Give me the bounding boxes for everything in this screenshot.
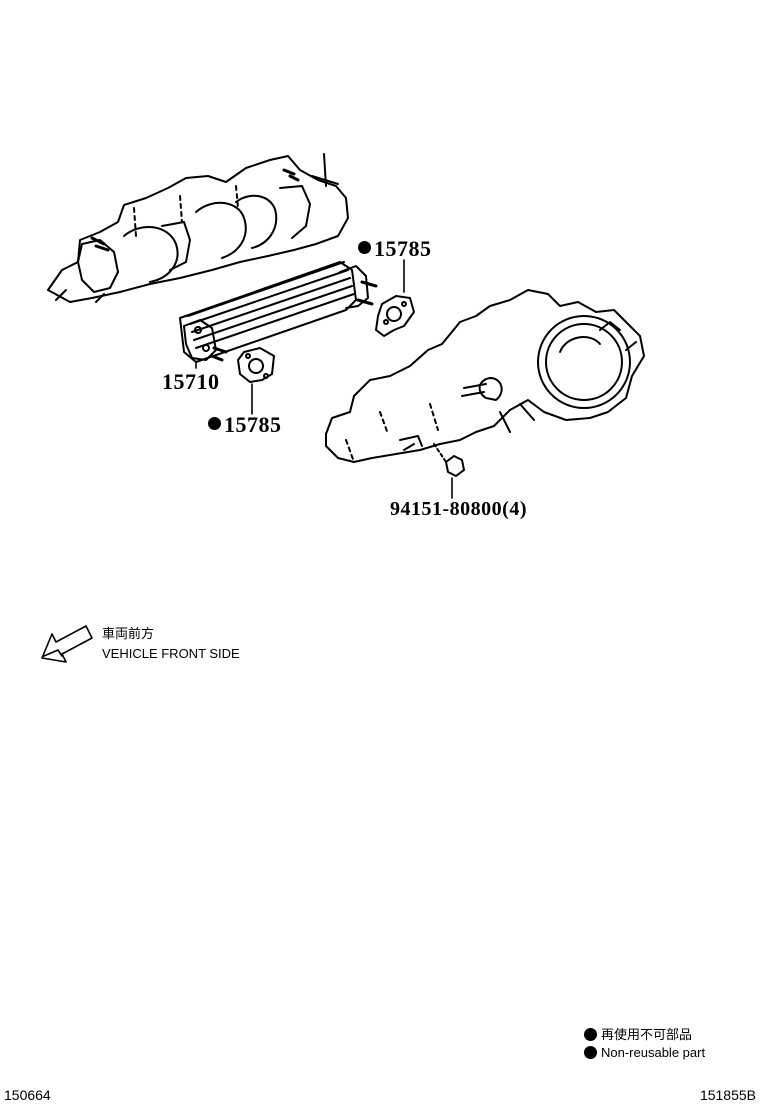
diagram-code-left: 150664 bbox=[4, 1087, 51, 1103]
legend-row-jp: 再使用不可部品 bbox=[584, 1024, 692, 1043]
direction-label-jp: 車両前方 bbox=[102, 626, 155, 641]
leader-lines bbox=[195, 259, 453, 499]
direction-label-en: VEHICLE FRONT SIDE bbox=[102, 646, 240, 661]
callout-15785-top: 15785 bbox=[358, 238, 432, 260]
filled-circle-icon bbox=[584, 1028, 597, 1041]
gasket-top-drawing bbox=[375, 295, 415, 337]
vehicle-front-arrow-icon bbox=[41, 625, 93, 663]
oil-cooler-drawing bbox=[179, 261, 378, 363]
filled-circle-icon bbox=[584, 1046, 597, 1059]
non-reusable-marker-icon bbox=[358, 241, 371, 254]
gasket-bottom-drawing bbox=[237, 347, 275, 383]
engine-block-drawing bbox=[47, 153, 349, 303]
legend-row-en: Non-reusable part bbox=[584, 1045, 705, 1060]
non-reusable-marker-icon bbox=[208, 417, 221, 430]
diagram-code-right: 151855B bbox=[699, 1087, 756, 1103]
callout-15785-bottom: 15785 bbox=[208, 414, 282, 436]
bolt-drawing bbox=[433, 443, 465, 477]
callout-bolt: 94151-80800(4) bbox=[390, 498, 527, 520]
callout-15710: 15710 bbox=[162, 369, 220, 394]
cooler-cover-drawing bbox=[325, 289, 645, 463]
